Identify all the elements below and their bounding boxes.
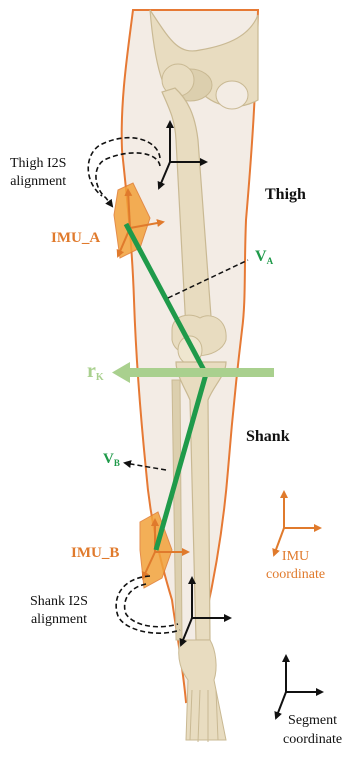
va-label: VA: [255, 249, 273, 266]
imu-coordinate-label: IMU coordinate: [266, 548, 325, 584]
rk-label: rK: [87, 361, 104, 383]
shank-label: Shank: [246, 429, 290, 445]
shank-i2s-label: Shank I2S alignment: [30, 593, 88, 629]
thigh-i2s-label: Thigh I2S alignment: [10, 155, 66, 191]
imu-a-label: IMU_A: [51, 231, 100, 246]
segment-coordinate-label: Segment coordinate: [283, 711, 342, 749]
thigh-label: Thigh: [265, 187, 306, 203]
vb-label: VB: [103, 452, 120, 468]
imu-b-label: IMU_B: [71, 546, 119, 561]
